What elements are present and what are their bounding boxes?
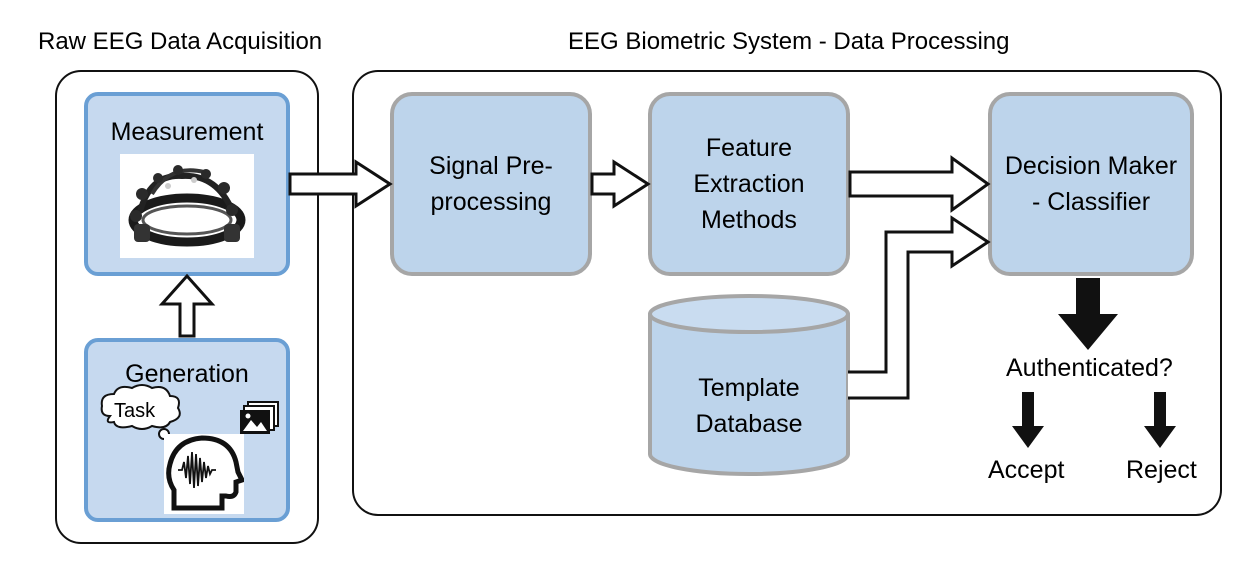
eeg-headset-icon (128, 165, 246, 247)
right-arrow-icon (848, 155, 991, 213)
task-label: Task (114, 400, 156, 422)
down-arrow-icon (1058, 278, 1118, 350)
image-gallery-icon (240, 401, 279, 434)
brain-wave-head-icon (166, 435, 246, 511)
decision-line2: - Classifier (1031, 188, 1151, 216)
template-database-label: Template Database (644, 370, 854, 442)
feature-line2: Extraction (693, 170, 805, 198)
accept-arrow-icon (1012, 392, 1044, 448)
head-image (164, 434, 246, 514)
right-arrow-icon (590, 159, 651, 209)
signal-line2: processing (430, 188, 552, 216)
processing-title: EEG Biometric System - Data Processing (568, 28, 1010, 55)
accept-label: Accept (988, 456, 1065, 484)
signal-line1: Signal Pre- (429, 152, 553, 180)
right-arrow-icon (288, 159, 393, 209)
bent-arrow-icon (848, 215, 991, 400)
authenticated-question: Authenticated? (1006, 354, 1173, 382)
reject-arrow-icon (1144, 392, 1176, 448)
up-arrow-icon (158, 273, 216, 338)
reject-label: Reject (1126, 456, 1197, 484)
acquisition-title: Raw EEG Data Acquisition (38, 28, 323, 55)
measurement-box: Measurement (84, 92, 290, 276)
eeg-headset-image (120, 154, 254, 258)
measurement-label: Measurement (110, 118, 264, 146)
decision-maker-box: Decision Maker - Classifier (988, 92, 1194, 276)
decision-line1: Decision Maker (1004, 152, 1178, 180)
template-line1: Template (698, 374, 800, 402)
feature-line1: Feature (705, 134, 793, 162)
template-line2: Database (695, 410, 803, 438)
generation-box: Generation Task (84, 338, 290, 522)
generation-label: Generation (125, 360, 249, 388)
template-database-cylinder (648, 294, 850, 476)
feature-extraction-box: Feature Extraction Methods (648, 92, 850, 276)
feature-line3: Methods (701, 206, 797, 234)
signal-preprocessing-box: Signal Pre- processing (390, 92, 592, 276)
